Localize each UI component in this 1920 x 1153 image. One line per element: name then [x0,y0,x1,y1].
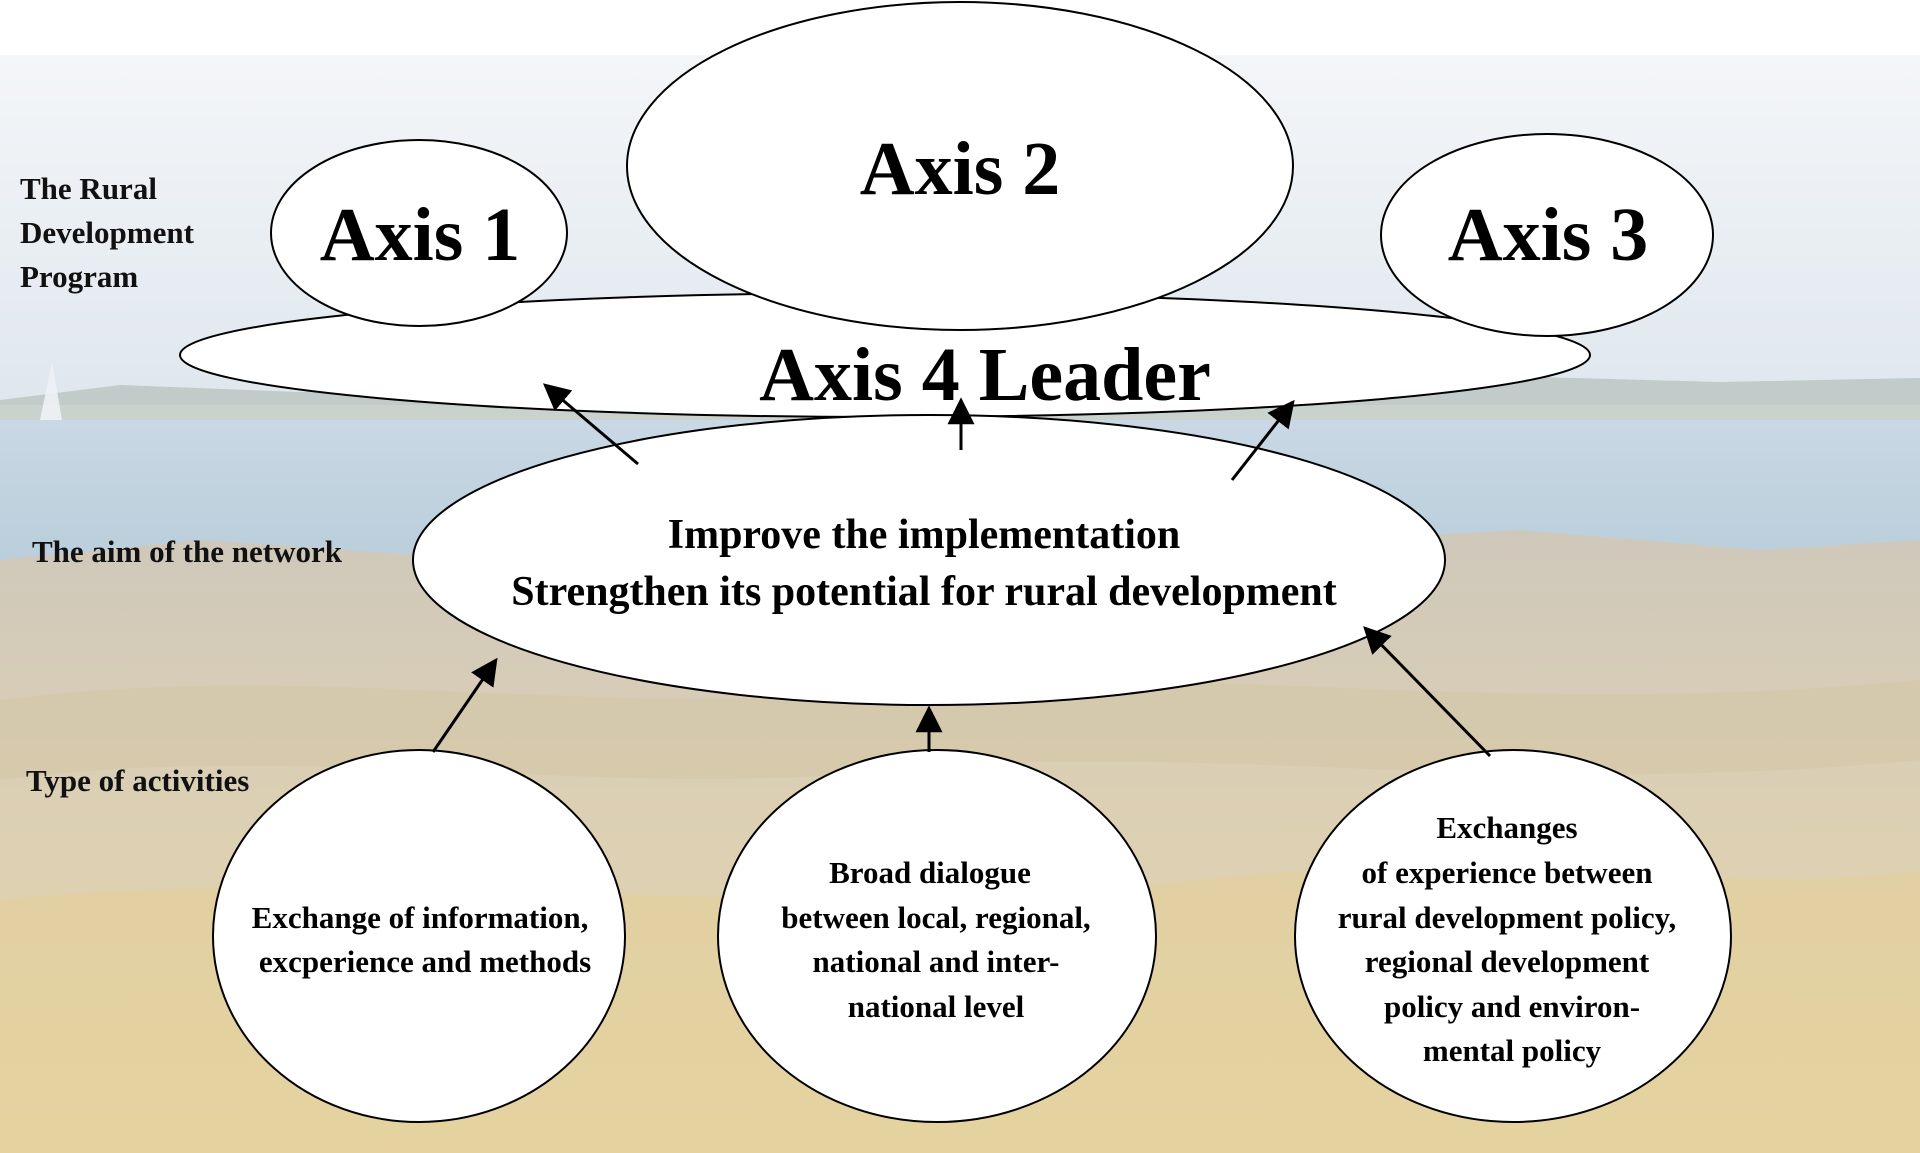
activity-right-line: Exchanges [1436,810,1577,845]
program-label-line: The Rural [20,171,157,206]
aim-ellipse [412,414,1446,706]
activity-middle-line: Broad dialogue [829,855,1031,890]
program-label-line: Program [20,259,139,294]
axis3-ellipse [1380,133,1714,337]
activity-middle-line: between local, regional, [781,900,1090,935]
activity-middle-ellipse [717,749,1157,1123]
axis2-label: Axis 2 [860,127,1061,211]
axis1-label: Axis 1 [320,193,521,277]
activity-right-line: policy and environ- [1384,989,1640,1024]
activity-right-line: regional development [1365,944,1650,979]
axis2-ellipse [626,1,1294,331]
activity-left-line: Exchange of information, [252,900,589,935]
activity-middle-line: national and inter- [813,944,1060,979]
activity-right-line: mental policy [1423,1033,1602,1068]
activity-middle-line: national level [848,989,1025,1024]
aim-line-1: Improve the implementation [668,512,1181,558]
program-label: The Rural Development Program [20,167,194,299]
aim-label: The aim of the network [32,534,342,569]
activities-label: Type of activities [26,763,250,798]
activity-left-ellipse [212,749,626,1123]
arrow-aim-to-axis4-left [542,383,639,466]
activity-right-ellipse [1294,749,1732,1123]
program-label-line: Development [20,215,194,250]
aim-line-2: Strengthen its potential for rural devel… [511,569,1337,615]
activity-left-line: excperience and methods [259,944,591,979]
axis3-label: Axis 3 [1448,193,1649,277]
arrow-aim-to-axis4-right [1230,399,1295,481]
axis4-label: Axis 4 Leader [759,333,1211,417]
axis1-ellipse [270,139,568,327]
arrow-right-to-aim [1363,626,1492,758]
activity-right-line: of experience between [1362,855,1653,890]
arrow-left-to-aim [431,657,498,753]
activity-right-line: rural development policy, [1338,900,1676,935]
